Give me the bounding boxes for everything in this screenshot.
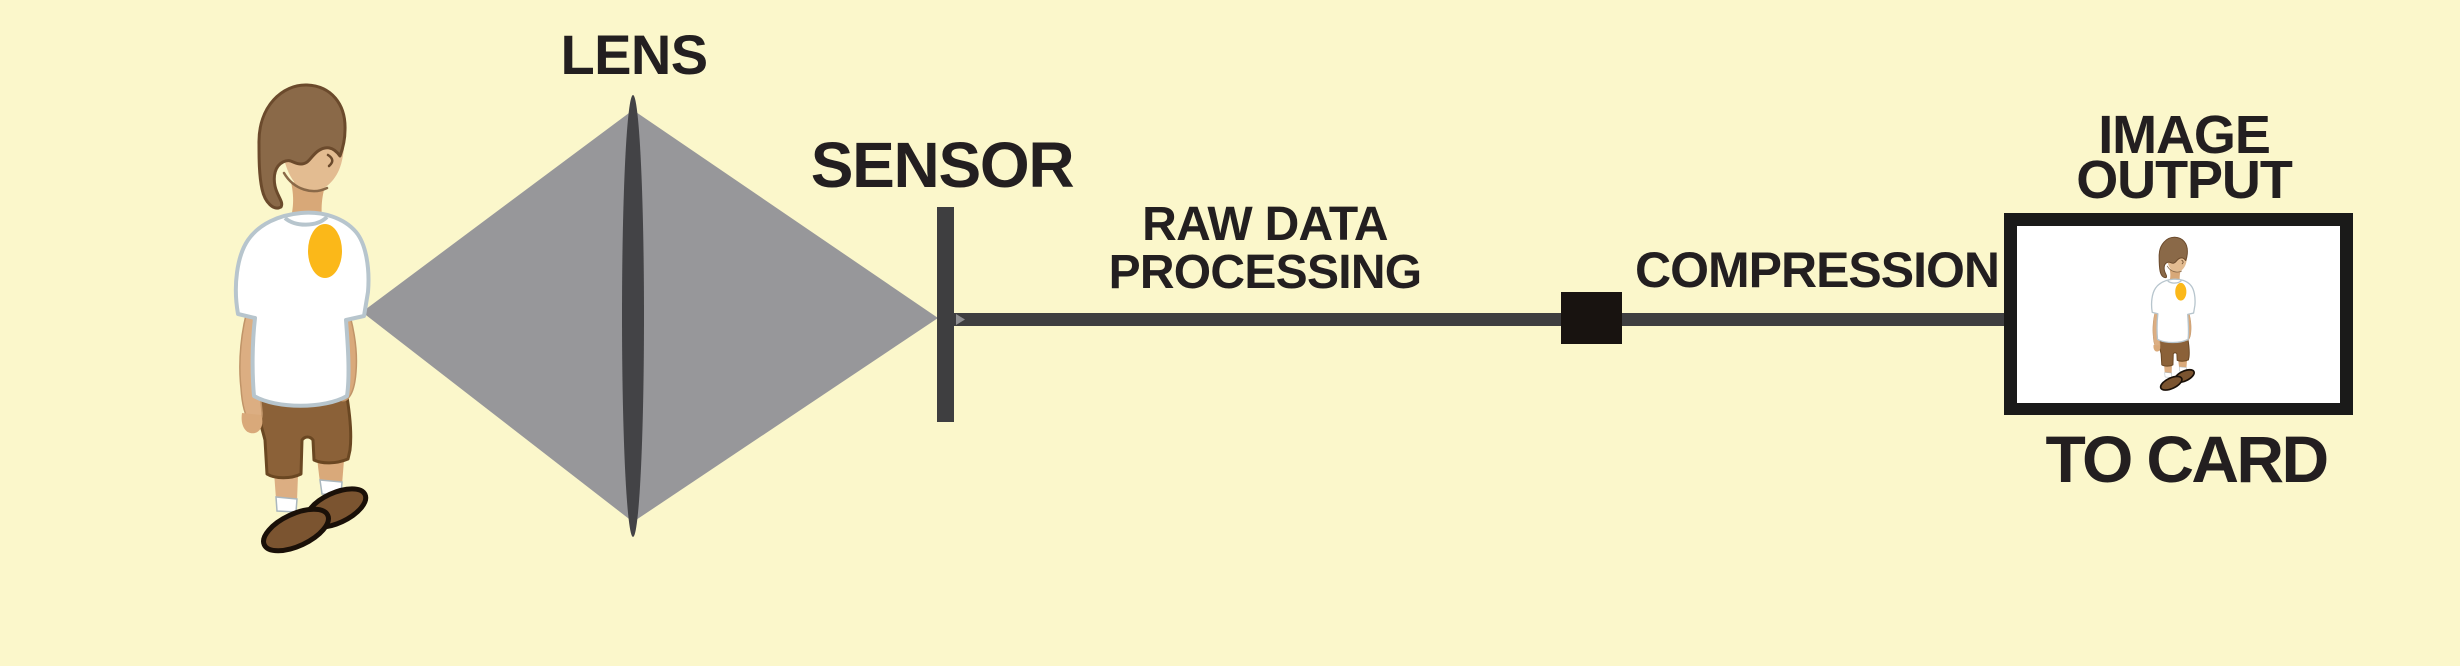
image-output-label-line2: OUTPUT — [2076, 150, 2293, 210]
sensor-label: SENSOR — [811, 129, 1074, 201]
compression-block — [1561, 292, 1622, 344]
signal-line — [954, 313, 2004, 326]
lens-ellipse — [622, 95, 644, 537]
raw-data-processing-label-line2: PROCESSING — [1109, 246, 1422, 299]
line-notch-icon — [956, 314, 965, 325]
compression-label: COMPRESSION — [1635, 242, 1999, 298]
light-cone-right — [633, 110, 938, 522]
lens-label: LENS — [560, 23, 707, 86]
sensor-bar — [937, 207, 954, 422]
raw-data-processing-label-line1: RAW DATA — [1142, 198, 1388, 251]
to-card-label: TO CARD — [2046, 422, 2327, 496]
light-cone-left — [362, 110, 633, 522]
image-output-label-line1: IMAGE — [2098, 105, 2270, 165]
